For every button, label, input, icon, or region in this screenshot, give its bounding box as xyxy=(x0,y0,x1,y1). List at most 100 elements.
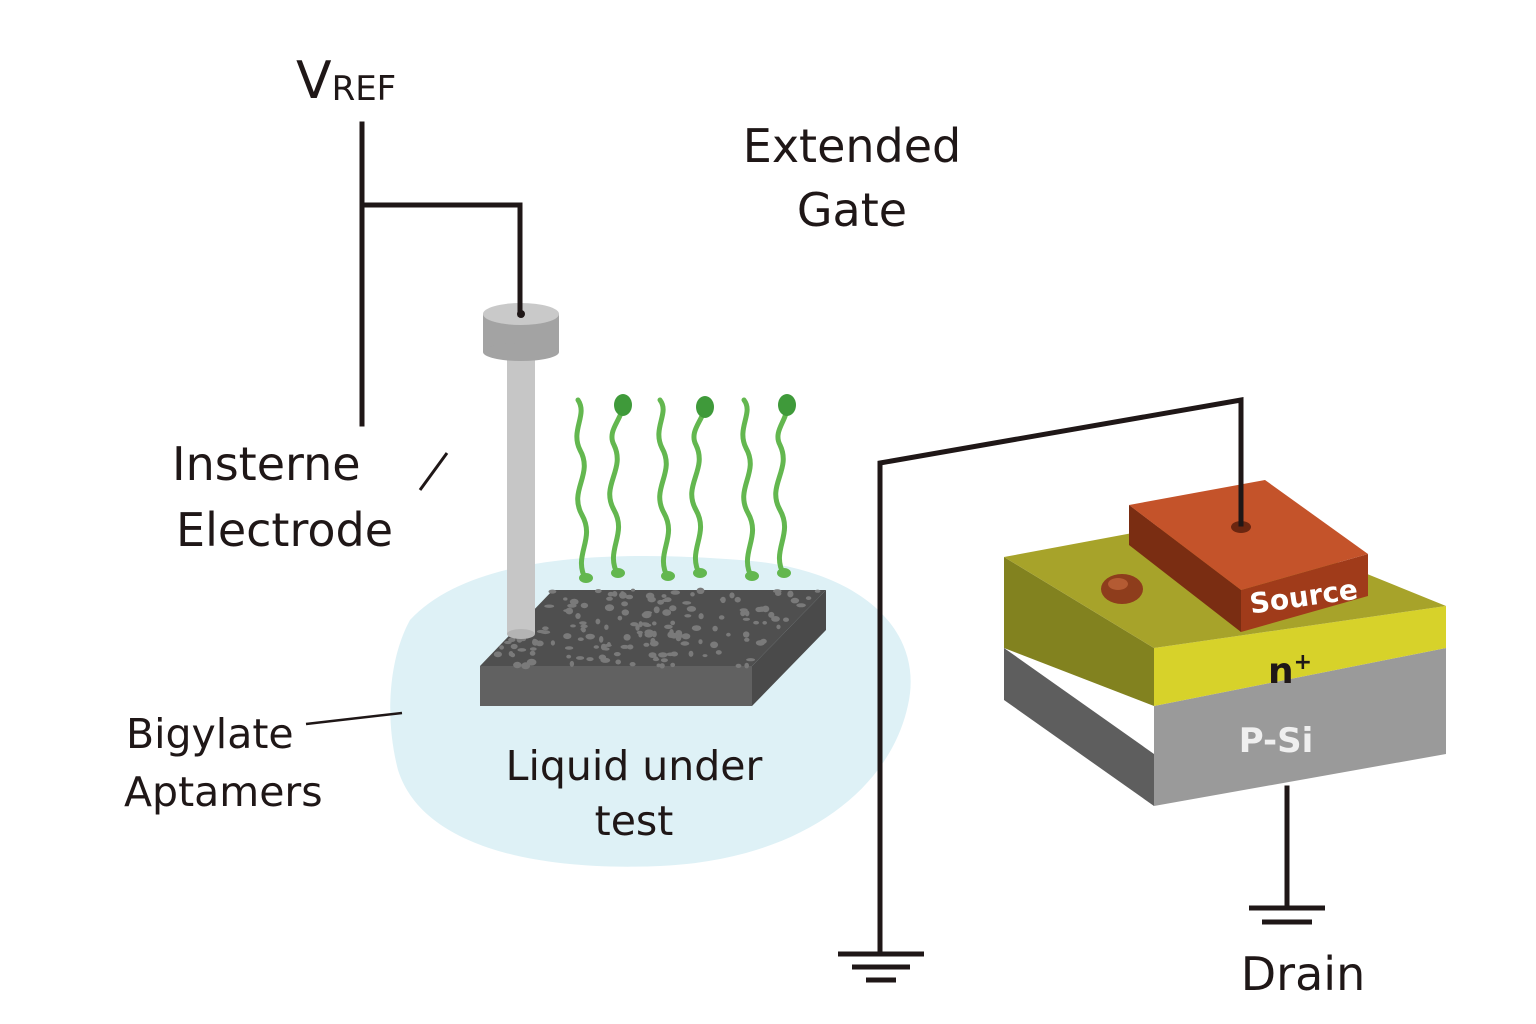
substrate-pore xyxy=(744,610,750,617)
aptamer-strand xyxy=(689,403,707,578)
substrate-pore xyxy=(575,613,581,619)
substrate-pore xyxy=(755,640,766,646)
substrate-pore xyxy=(569,660,575,667)
aptamer-group xyxy=(574,397,790,583)
substrate-pore xyxy=(580,624,588,629)
substrate-pore xyxy=(586,657,594,662)
electrode-cap-bottom xyxy=(483,343,559,361)
substrate-pore xyxy=(669,605,677,612)
substrate-pore xyxy=(669,629,674,636)
substrate-pore xyxy=(648,652,657,658)
substrate-pore xyxy=(623,634,631,641)
substrate-pore xyxy=(790,597,800,604)
aptamer-heads xyxy=(579,394,796,583)
substrate-pore xyxy=(662,598,669,602)
substrate-pore xyxy=(762,621,767,625)
liquid-label-line2: test xyxy=(595,797,674,845)
substrate-side-face xyxy=(752,590,826,706)
substrate-pore xyxy=(690,592,695,597)
ground-symbol-left xyxy=(838,951,924,983)
substrate-pore xyxy=(569,598,579,605)
substrate-pore xyxy=(599,636,604,643)
electrode-rod-tip xyxy=(507,629,535,639)
extended-gate-label-line2: Gate xyxy=(797,183,907,237)
substrate-pore xyxy=(735,663,742,669)
substrate-pore xyxy=(630,622,639,627)
substrate-pore xyxy=(564,646,574,650)
substrate-pore xyxy=(529,650,536,656)
substrate-pore xyxy=(664,624,673,629)
substrate-pore xyxy=(696,587,705,594)
substrate-pore xyxy=(604,624,609,630)
substrate-pore xyxy=(504,640,512,645)
substrate-pore xyxy=(657,599,664,605)
aptamer-head xyxy=(696,396,714,418)
substrate-pore xyxy=(580,602,589,609)
substrate-pore xyxy=(666,652,675,657)
substrate-pore xyxy=(544,604,555,608)
aptamers-label-line1: Bigylate xyxy=(126,710,294,758)
substrate-pore xyxy=(775,591,782,596)
substrate-pore xyxy=(493,651,502,658)
p-si-label: P-Si xyxy=(1239,721,1314,761)
source-front xyxy=(1241,554,1368,632)
ground-symbol-drain xyxy=(1249,905,1325,925)
substrate-pore xyxy=(577,637,584,641)
substrate-pore xyxy=(510,643,518,650)
substrate-pore xyxy=(740,610,746,617)
substrate-pore xyxy=(595,618,601,625)
substrate-pore xyxy=(660,658,668,663)
substrate-pore xyxy=(631,588,635,592)
substrate-pore xyxy=(621,601,628,607)
substrate-pore xyxy=(615,659,621,665)
aptamers-leader-line xyxy=(305,711,403,726)
substrate-pore xyxy=(671,635,677,639)
substrate-pore xyxy=(517,648,527,652)
aptamer-head xyxy=(614,394,632,416)
substrate-pore xyxy=(542,626,549,631)
substrate-pore xyxy=(670,620,676,626)
substrate-pore xyxy=(659,663,665,669)
substrate-pore xyxy=(499,645,504,650)
substrate-pore xyxy=(662,609,672,616)
aptamer-strand xyxy=(607,402,625,578)
substrate-pore xyxy=(653,606,660,614)
substrate-pore xyxy=(787,590,794,598)
substrate-pore xyxy=(585,633,595,640)
substrate-pore xyxy=(656,663,661,668)
substrate-pore xyxy=(638,621,643,628)
substrate-pore xyxy=(768,611,775,618)
aptamer-base xyxy=(579,573,593,583)
extended-gate-label-line1: Extended xyxy=(743,119,961,173)
drain-label: Drain xyxy=(1241,947,1365,1001)
substrate-pore xyxy=(753,620,759,625)
source-side-face xyxy=(1129,505,1241,632)
substrate-pore xyxy=(805,596,812,600)
substrate-pore xyxy=(771,616,780,622)
substrate-pore xyxy=(776,624,781,630)
substrate-pore xyxy=(521,662,531,670)
substrate-pore xyxy=(606,596,613,601)
substrate-pore xyxy=(698,613,704,620)
aptamer-strand xyxy=(656,397,671,581)
aptamer-head xyxy=(778,394,796,416)
substrate-pore xyxy=(670,590,680,595)
aptamer-strand xyxy=(574,397,589,583)
substrate-pore xyxy=(598,654,607,661)
substrate-pore xyxy=(565,607,574,615)
substrate-pore xyxy=(508,651,514,657)
substrate-pore xyxy=(625,594,634,600)
source-terminal xyxy=(1231,521,1251,533)
substrate-pore xyxy=(604,643,612,647)
reference-electrode xyxy=(483,303,559,639)
substrate-pore xyxy=(644,631,654,638)
substrate-pore xyxy=(563,597,568,601)
substrate-pore xyxy=(718,615,725,620)
substrate-pore xyxy=(742,617,751,621)
substrate-pore xyxy=(508,637,516,642)
substrate-pore xyxy=(563,633,572,640)
substrate-pore xyxy=(536,629,546,634)
electrode-label-line2: Electrode xyxy=(176,503,393,557)
substrate-pore xyxy=(796,603,806,608)
